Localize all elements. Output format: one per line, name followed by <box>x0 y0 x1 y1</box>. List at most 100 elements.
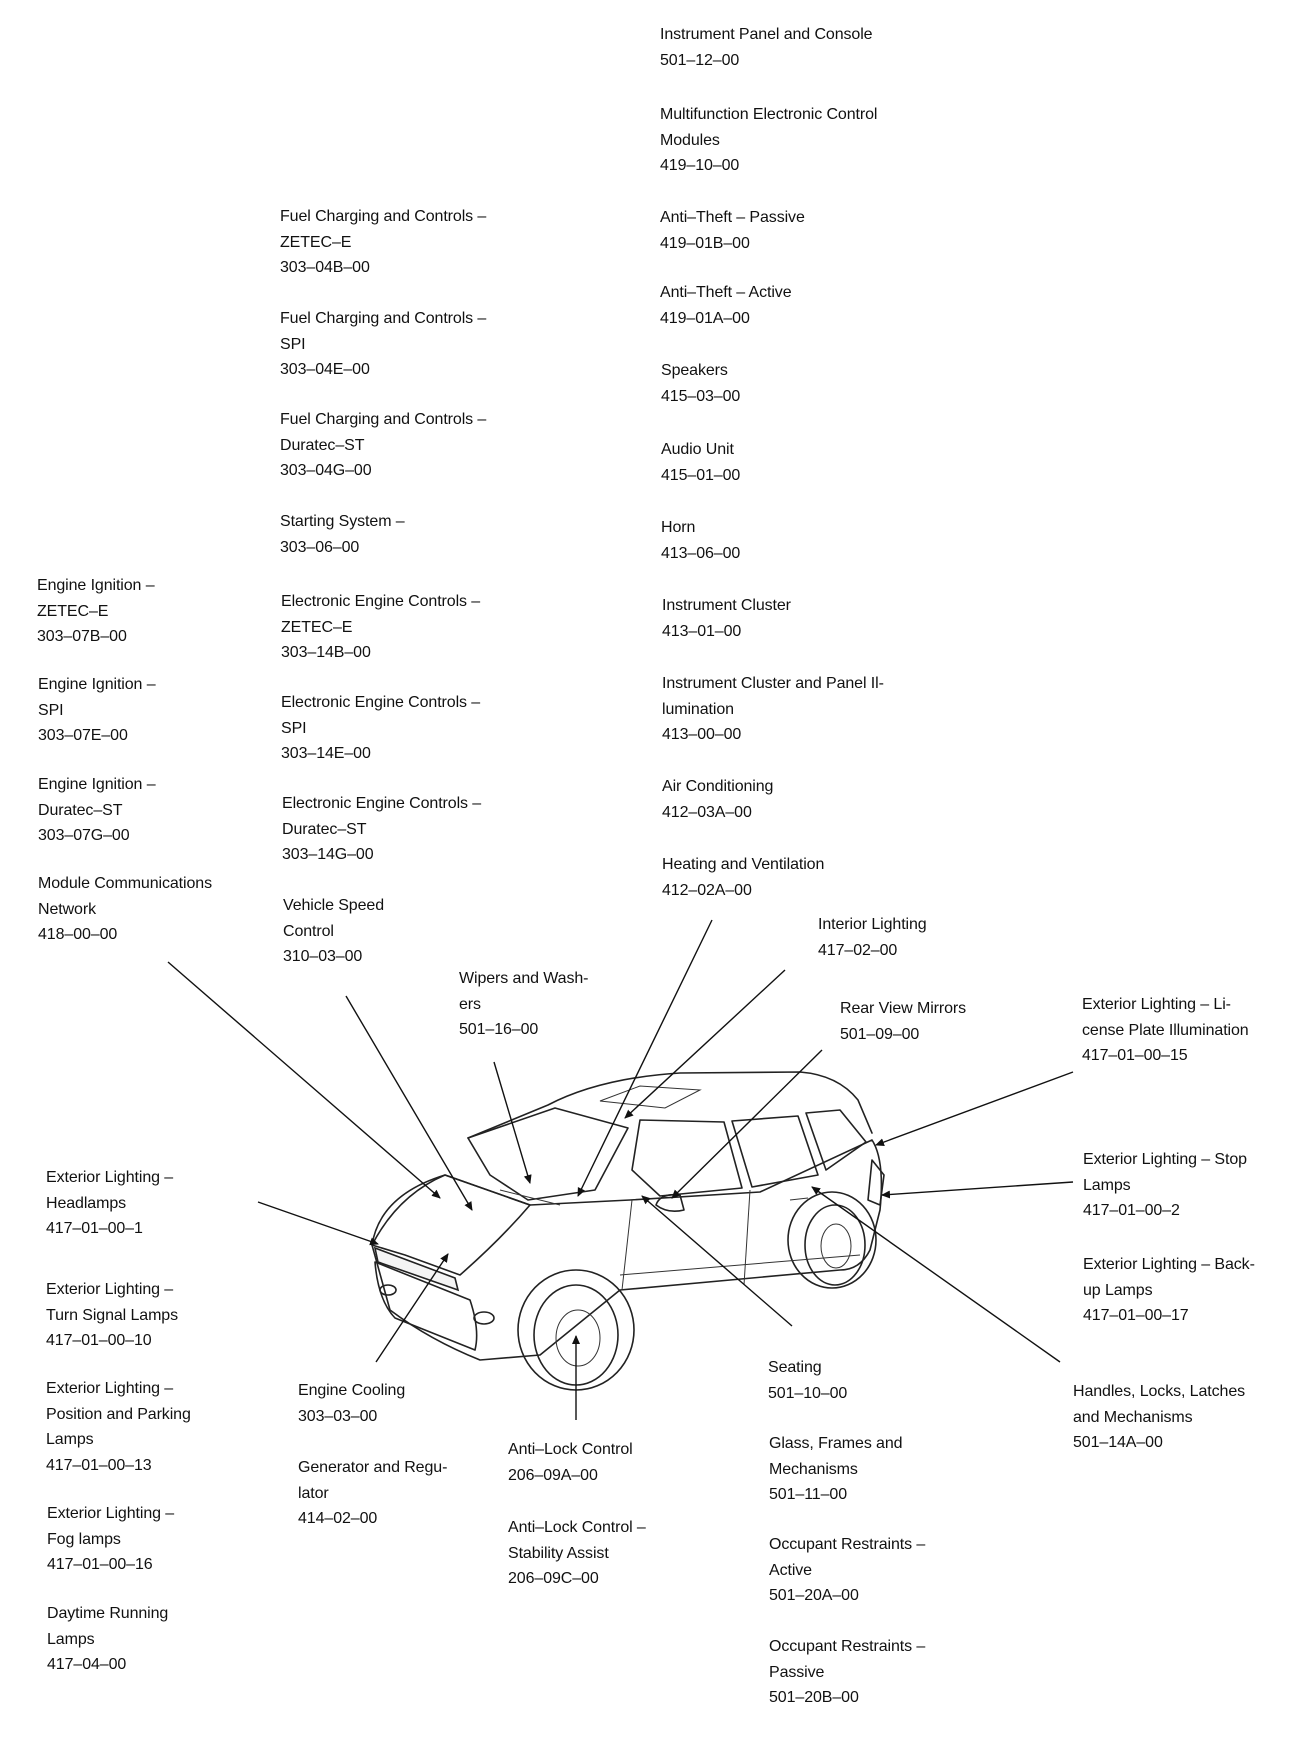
label-section-code: 206–09C–00 <box>508 1570 599 1587</box>
label-section-code: 414–02–00 <box>298 1510 378 1527</box>
label-section-code: 501–10–00 <box>768 1384 848 1402</box>
label-title-line: Module Communications <box>38 875 212 892</box>
label-title-line: Instrument Panel and Console <box>660 26 873 43</box>
leader-speed-control <box>345 995 473 1211</box>
label-title-line: Starting System – <box>280 513 405 530</box>
label-section-code: 501–20A–00 <box>769 1587 859 1604</box>
label-title-line: Occupant Restraints – <box>769 1638 926 1655</box>
label-section-code: 417–01–00–15 <box>1082 1047 1188 1064</box>
label-title-line: Headlamps <box>46 1194 127 1212</box>
label-title-line: Engine Ignition – <box>38 776 156 793</box>
rear-side-window <box>731 1115 819 1188</box>
leader-stop-lamps <box>881 1181 1074 1199</box>
label-section-code: 501–14A–00 <box>1073 1434 1163 1451</box>
label-title-line: Anti–Theft – Passive <box>660 209 805 226</box>
label-title-line: Fog lamps <box>47 1530 121 1548</box>
label-section-code: 303–07E–00 <box>38 727 128 744</box>
label-title-line: Interior Lighting <box>818 916 927 933</box>
label-title-line: lumination <box>662 700 734 718</box>
label-title-line: Engine Cooling <box>298 1382 406 1399</box>
label-title-line: Control <box>283 922 334 940</box>
label-title-line: SPI <box>281 719 307 737</box>
rear-wheel-arch <box>787 1191 877 1289</box>
door-line-rear <box>743 1189 751 1286</box>
label-title-line: Vehicle Speed <box>283 897 385 914</box>
label-title-line: Air Conditioning <box>662 778 774 795</box>
label-title-line: Exterior Lighting – <box>46 1169 174 1186</box>
leader-rear-view-mirror <box>671 1049 823 1199</box>
front-side-window <box>631 1119 743 1197</box>
label-section-code: 417–01–00–1 <box>46 1220 143 1237</box>
label-title-line: Glass, Frames and <box>769 1435 903 1452</box>
label-title-line: and Mechanisms <box>1073 1408 1193 1426</box>
label-anti-theft-active: Anti–Theft – Active 419–01A–00 <box>660 280 792 331</box>
leader-interior-lighting <box>624 969 786 1119</box>
label-section-code: 501–09–00 <box>840 1025 920 1043</box>
label-title-line: Exterior Lighting – Back- <box>1083 1256 1255 1273</box>
leader-license-plate <box>875 1071 1074 1146</box>
label-section-code: 310–03–00 <box>283 948 363 965</box>
label-title-line: Instrument Cluster <box>662 597 791 614</box>
leader-instrument-panel <box>577 919 713 1197</box>
label-section-code: 303–04G–00 <box>280 462 372 479</box>
label-section-code: 303–07G–00 <box>38 827 130 844</box>
leader-wipers <box>493 1061 532 1184</box>
label-title-line: ZETEC–E <box>280 233 352 251</box>
label-section-code: 206–09A–00 <box>508 1466 598 1484</box>
front-bumper <box>374 1261 478 1351</box>
label-title-line: Electronic Engine Controls – <box>281 593 481 610</box>
label-title-line: Stability Assist <box>508 1544 609 1562</box>
label-title-line: Instrument Cluster and Panel Il- <box>662 675 884 692</box>
car-hood <box>371 1174 531 1276</box>
rear-wheel-hub <box>820 1223 852 1269</box>
wiper <box>499 1189 561 1206</box>
label-title-line: Network <box>38 900 96 918</box>
rear-quarter-window <box>805 1109 867 1171</box>
label-title-line: Speakers <box>661 362 728 379</box>
label-title-line: ZETEC–E <box>37 602 109 620</box>
label-title-line: Engine Ignition – <box>38 676 156 693</box>
label-section-code: 417–01–00–17 <box>1083 1307 1189 1324</box>
label-title-line: Lamps <box>47 1630 95 1648</box>
label-section-code: 303–04E–00 <box>280 361 370 378</box>
label-title-line: Occupant Restraints – <box>769 1536 926 1553</box>
leader-engine-cooling <box>375 1253 449 1363</box>
label-title-line: Lamps <box>1083 1176 1131 1194</box>
label-cluster-panel-illumination: Instrument Cluster and Panel Il-luminati… <box>662 671 884 748</box>
label-section-code: 412–03A–00 <box>662 803 752 821</box>
label-title-line: Mechanisms <box>769 1460 858 1478</box>
label-title-line: Anti–Lock Control – <box>508 1519 646 1536</box>
label-title-line: Fuel Charging and Controls – <box>280 411 487 428</box>
label-section-code: 417–01–00–13 <box>46 1456 152 1474</box>
label-title-line: Lamps <box>46 1431 94 1448</box>
label-section-code: 501–12–00 <box>660 51 740 69</box>
door-handle <box>789 1197 809 1201</box>
label-title-line: Modules <box>660 131 720 149</box>
label-instrument-panel-console: Instrument Panel and Console 501–12–00 <box>660 22 873 73</box>
label-section-code: 417–02–00 <box>818 941 898 959</box>
label-section-code: 419–01A–00 <box>660 309 750 327</box>
label-title-line: cense Plate Illumination <box>1082 1021 1249 1039</box>
label-title-line: Anti–Theft – Active <box>660 284 792 301</box>
